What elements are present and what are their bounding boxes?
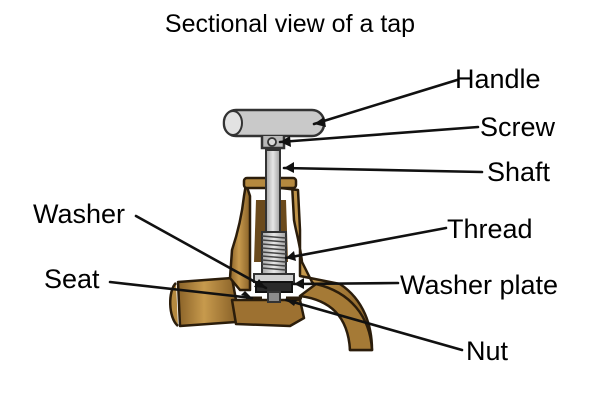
thread-ridge: [261, 235, 287, 239]
thread-ridge: [261, 255, 287, 259]
leader-arrowheads: [241, 117, 326, 306]
leader-lines: [108, 78, 484, 352]
thread-ridge: [261, 239, 287, 243]
screw-head: [267, 137, 277, 147]
label-thread: Thread: [447, 214, 533, 244]
leader-nut: [284, 298, 464, 352]
thread-ridge: [261, 263, 287, 267]
leader-washer-plate: [292, 281, 400, 286]
leader-handle: [312, 78, 459, 126]
label-nut: Nut: [466, 336, 509, 366]
label-shaft: Shaft: [487, 157, 551, 187]
tap-valve-parts: [246, 273, 302, 303]
label-seat: Seat: [44, 264, 100, 294]
diagram-title: Sectional view of a tap: [164, 10, 416, 38]
leader-shaft: [282, 166, 484, 174]
label-screw: Screw: [480, 112, 556, 142]
thread-ridge: [261, 251, 287, 255]
leader-washer: [134, 214, 268, 290]
label-washer: Washer: [33, 199, 126, 229]
label-handle: Handle: [455, 64, 541, 94]
leader-thread: [284, 226, 448, 260]
leader-screw: [278, 125, 480, 144]
tap-thread: [261, 231, 287, 275]
thread-ridge: [261, 259, 287, 263]
leader-seat: [108, 280, 254, 300]
thread-ridge: [261, 267, 287, 271]
nut-shape: [267, 291, 281, 303]
label-washer-plate: Washer plate: [400, 270, 559, 300]
tap-handle: [222, 108, 326, 150]
thread-ridge: [261, 247, 287, 251]
thread-ridge: [261, 243, 287, 247]
